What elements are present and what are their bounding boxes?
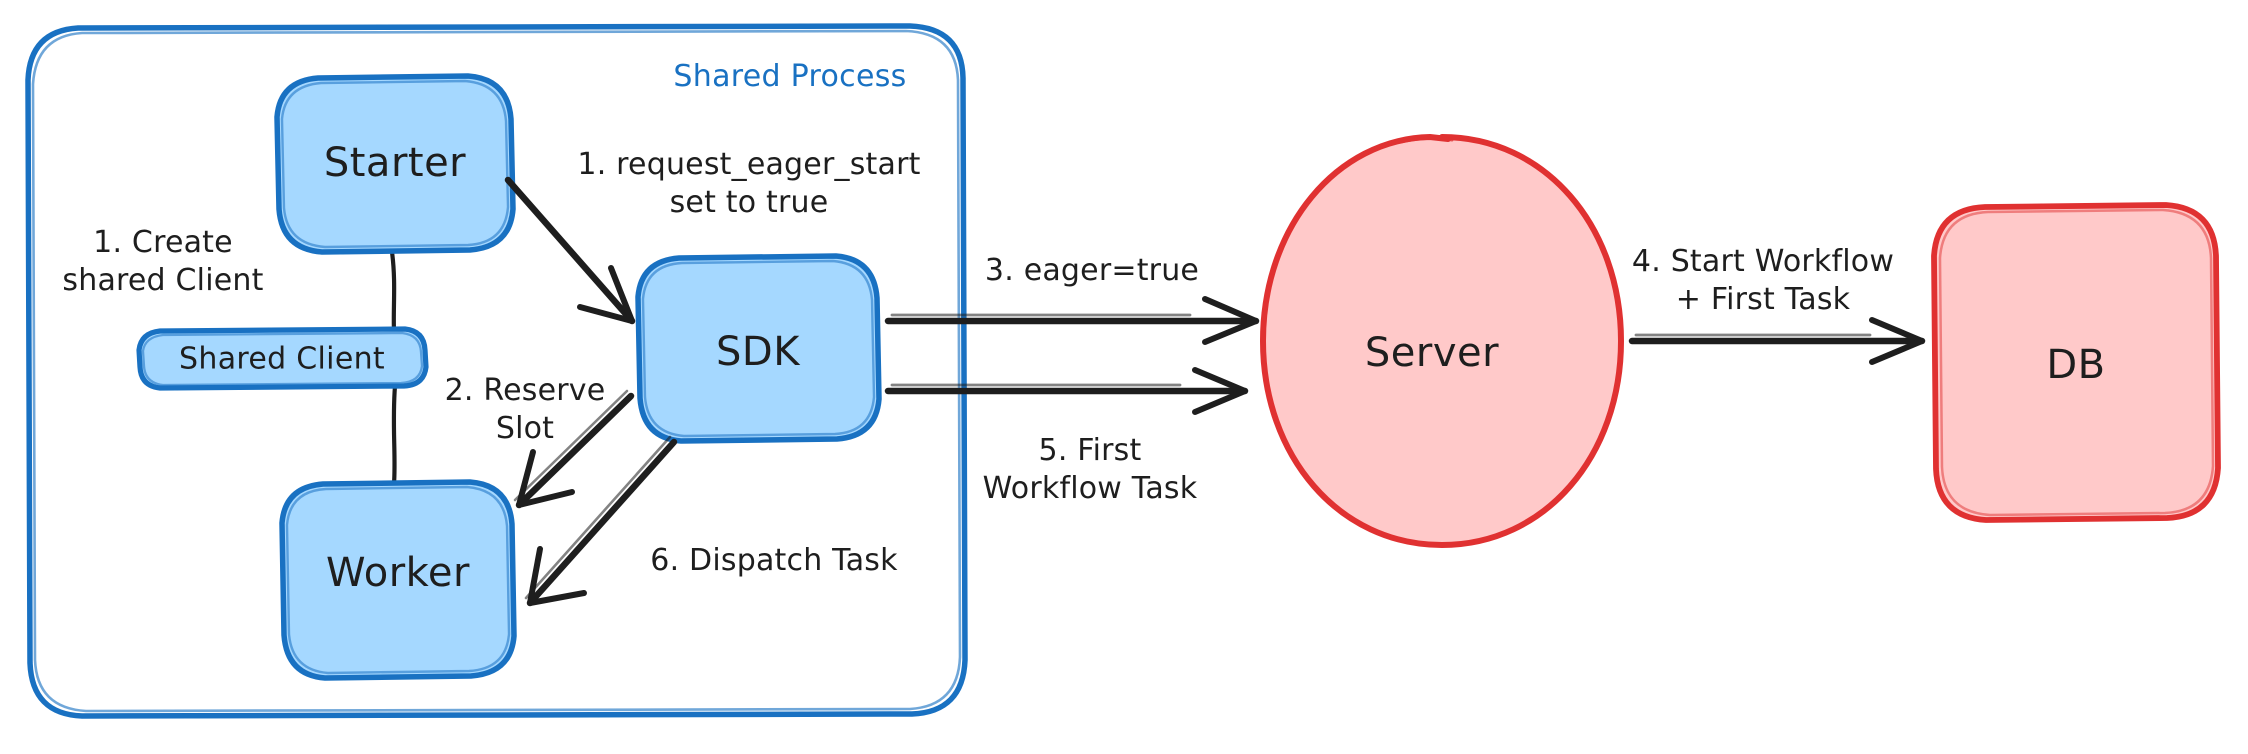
node-server[interactable] xyxy=(1260,134,1624,548)
connector-starter-shared-client-worker xyxy=(389,249,398,487)
arrow-step6-dispatch-task xyxy=(524,435,678,607)
arrow-step4-start-workflow xyxy=(1628,317,1926,365)
node-sdk[interactable] xyxy=(635,253,882,444)
arrow-step1-starter-to-sdk xyxy=(504,176,636,325)
group-shared-process xyxy=(25,23,968,719)
node-db[interactable] xyxy=(1931,202,2221,523)
arrow-step3-eager-true xyxy=(884,296,1260,345)
node-starter[interactable] xyxy=(274,73,516,255)
arrow-step2-reserve-slot xyxy=(513,389,635,509)
node-shared-client[interactable] xyxy=(136,326,429,391)
node-worker[interactable] xyxy=(279,479,517,681)
arrow-step5-first-workflow-task xyxy=(884,367,1249,415)
